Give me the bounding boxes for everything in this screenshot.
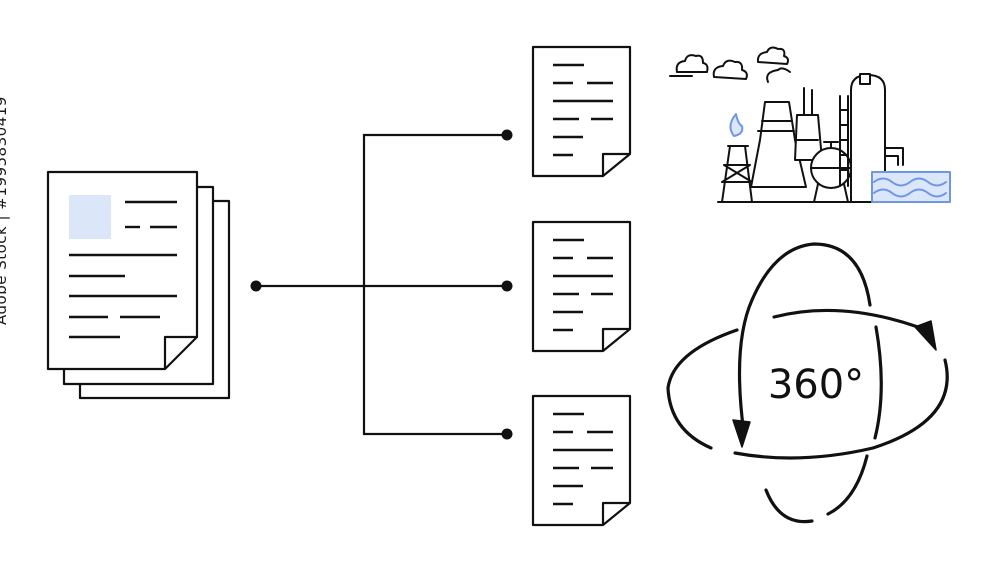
rotation-360-icon xyxy=(666,242,949,524)
document-icon xyxy=(531,394,632,527)
document-stack-icon xyxy=(46,170,231,400)
branch-dot-top xyxy=(501,129,513,141)
document-icon xyxy=(531,45,632,178)
connector xyxy=(256,133,507,436)
cloud-icon xyxy=(712,59,748,80)
branch-dot-middle xyxy=(501,280,513,292)
factory-icon xyxy=(669,46,951,203)
source-dot xyxy=(250,280,262,292)
cloud-icon xyxy=(675,54,709,73)
image-placeholder xyxy=(69,195,111,239)
rotation-label: 360° xyxy=(768,362,864,408)
flame-icon xyxy=(729,113,744,137)
cloud-icon xyxy=(756,46,789,65)
stock-watermark-id: Adobe Stock | #1995830419 xyxy=(0,96,10,325)
branch-dot-bottom xyxy=(501,428,513,440)
document-icon xyxy=(531,220,632,353)
water-icon xyxy=(871,171,951,203)
front-page-fold xyxy=(163,335,197,369)
connector-dots xyxy=(250,129,513,440)
text-lines xyxy=(69,200,177,339)
